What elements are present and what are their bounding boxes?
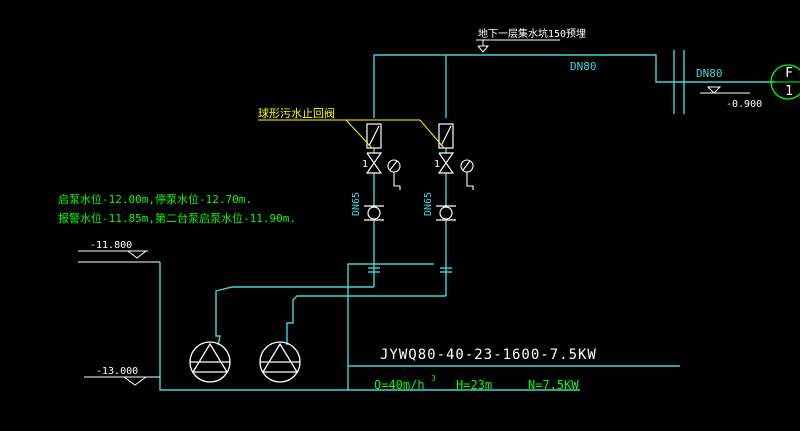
pressure-gauges — [387, 159, 474, 190]
pump-head-label: H=23m — [456, 378, 492, 392]
pump-flow-label: Q=40m/h — [374, 378, 425, 392]
elev-right-triangle-icon — [706, 86, 722, 94]
pump-power-label: N=7.5KW — [528, 378, 579, 392]
discharge-left — [215, 286, 374, 346]
check-valve-left-slash — [368, 125, 380, 147]
check-valve-left-icon — [366, 123, 382, 149]
elevation-left-top-label: -11.800 — [90, 240, 132, 251]
gate-valve-right-icon — [437, 152, 455, 174]
flex-joint-left-icon — [367, 206, 381, 220]
elevation-right-label: -0.900 — [726, 99, 762, 110]
water-level-note-2: 报警水位-11.85m,第二台泵启泵水位-11.90m. — [58, 211, 296, 225]
elev-left-bottom-triangle-icon — [122, 376, 148, 386]
gate-valve-left-icon — [365, 152, 383, 174]
check-valves — [366, 123, 454, 149]
gauge-left-needle — [389, 160, 398, 171]
pumps — [189, 341, 301, 383]
elevation-markers — [78, 86, 750, 386]
dn80-right-label: DN80 — [696, 67, 723, 80]
valve-number-right: 1 — [434, 159, 440, 170]
axis-letter: F — [785, 66, 793, 81]
elev-left-top-triangle-icon — [126, 250, 148, 259]
top-note-leader — [476, 39, 560, 53]
header-pipe — [373, 54, 672, 118]
dn65-right-label: DN65 — [423, 192, 434, 216]
gauge-right-tap — [466, 172, 474, 190]
gauge-right-needle — [462, 160, 471, 171]
flex-joint-right-icon — [439, 206, 453, 220]
valve-leader-right — [419, 119, 445, 149]
valve-label-text: 球形污水止回阀 — [258, 106, 335, 120]
dn65-left-label: DN65 — [351, 192, 362, 216]
valve-leader-left — [345, 119, 373, 149]
flex-joints — [364, 205, 456, 221]
pump-right-impeller — [261, 342, 299, 373]
valve-leader — [258, 119, 445, 149]
check-valve-right-icon — [438, 123, 454, 149]
axis-number: 1 — [785, 84, 793, 99]
gate-valves — [365, 152, 455, 174]
valve-number-left: 1 — [362, 159, 368, 170]
elevation-left-bottom-label: -13.000 — [96, 366, 138, 377]
check-valve-right-slash — [440, 125, 452, 147]
gauge-left-tap — [393, 172, 401, 190]
water-level-note-1: 启泵水位-12.00m,停泵水位-12.70m. — [58, 192, 252, 206]
dn80-top-label: DN80 — [570, 60, 597, 73]
axis-marker: F 1 — [770, 64, 800, 100]
pipe-network — [159, 50, 775, 391]
pump-left-impeller — [191, 342, 229, 373]
discharge-right — [286, 295, 446, 345]
pump-model-label: JYWQ80-40-23-1600-7.5KW — [380, 347, 597, 363]
top-note-text: 地下一层集水坑150预埋 — [478, 27, 586, 40]
pump-flow-superscript: 3 — [431, 374, 436, 383]
